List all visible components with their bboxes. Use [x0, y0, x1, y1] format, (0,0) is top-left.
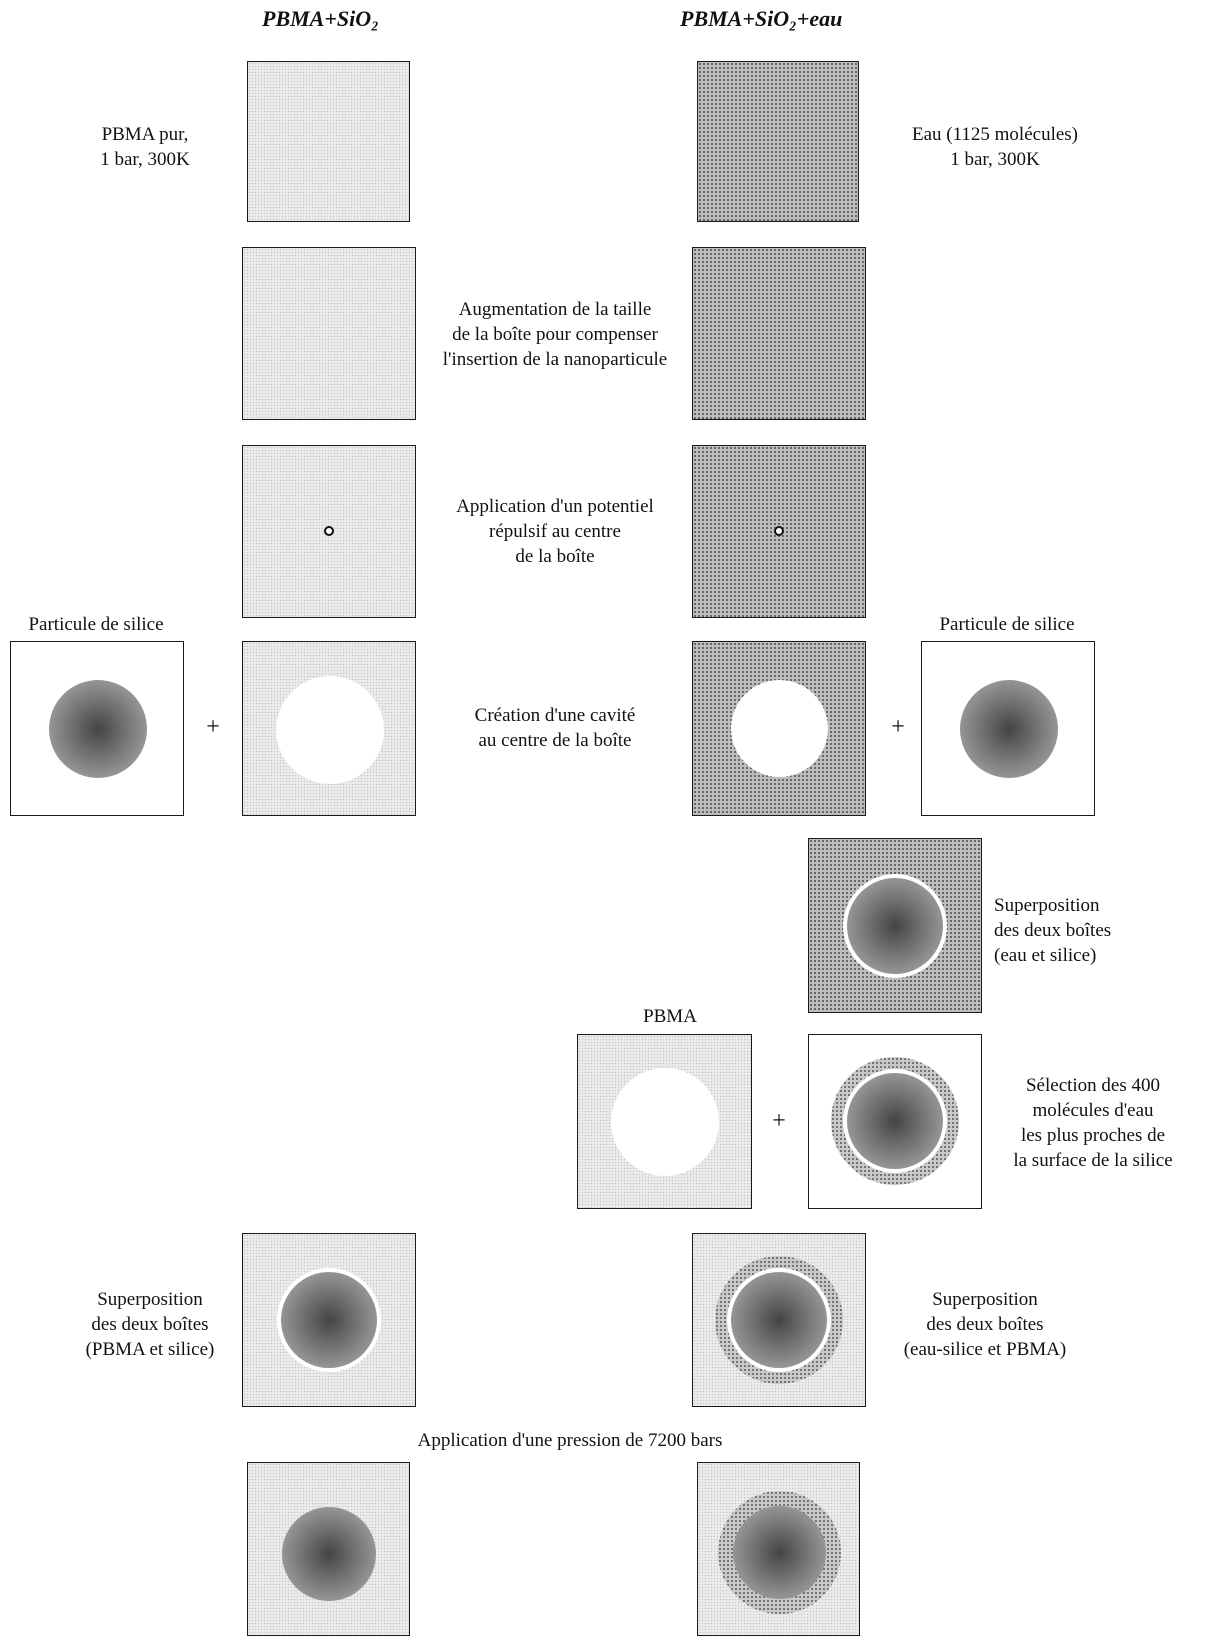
cavity: [611, 1068, 719, 1176]
silica-particle: [281, 1272, 377, 1368]
silica-particle: [731, 1272, 827, 1368]
box-water: [697, 61, 859, 222]
box-pbma-enlarged: [242, 247, 416, 420]
label-selection: Sélection des 400 molécules d'eau les pl…: [1013, 1075, 1173, 1171]
plus-sign: +: [772, 1108, 786, 1134]
plus-sign: +: [206, 714, 220, 740]
label-silica-left: Particule de silice: [28, 614, 164, 635]
box-water-cavity: [692, 641, 866, 816]
box-water-silica-overlay: [808, 838, 982, 1013]
box-pbma-with-cavity: [577, 1034, 752, 1209]
repulsive-center-marker: [324, 526, 334, 536]
box-selected-water-shell: [808, 1034, 982, 1209]
label-overlay-watersilica-pbma: Superposition des deux boîtes (eau-silic…: [903, 1289, 1067, 1360]
box-silica-left: [10, 641, 184, 816]
label-silica-right: Particule de silice: [939, 614, 1075, 635]
silica-particle: [847, 1073, 943, 1169]
label-enlarge: Augmentation de la taille de la boîte po…: [442, 299, 668, 370]
cavity: [731, 680, 828, 777]
box-pbma-final: [247, 1462, 410, 1636]
box-pbma-cavity: [242, 641, 416, 816]
label-cavity: Création d'une cavité au centre de la bo…: [474, 705, 636, 751]
cavity: [276, 676, 384, 784]
header-right: PBMA+SiO₂+eau: [680, 6, 843, 31]
label-pressure: Application d'une pression de 7200 bars: [417, 1430, 723, 1451]
header-left: PBMA+SiO₂: [262, 6, 379, 31]
box-watersilica-pbma-final: [697, 1462, 860, 1636]
label-overlay-pbma-silica: Superposition des deux boîtes (PBMA et s…: [85, 1289, 215, 1360]
silica-particle: [282, 1507, 376, 1601]
plus-sign: +: [891, 714, 905, 740]
label-pbma: PBMA: [643, 1006, 697, 1027]
silica-particle: [847, 878, 943, 974]
silica-particle: [960, 680, 1058, 778]
label-repulsive: Application d'un potentiel répulsif au c…: [456, 496, 654, 567]
label-overlay-water-silica: Superposition des deux boîtes (eau et si…: [994, 895, 1112, 966]
box-silica-right: [921, 641, 1095, 816]
box-pbma-repulsive: [242, 445, 416, 618]
box-watersilica-pbma-overlay: [692, 1233, 866, 1407]
silica-particle: [49, 680, 147, 778]
repulsive-center-marker: [774, 526, 784, 536]
label-pbma-pure: PBMA pur, 1 bar, 300K: [100, 124, 190, 170]
box-water-repulsive: [692, 445, 866, 618]
box-water-enlarged: [692, 247, 866, 420]
label-water: Eau (1125 molécules) 1 bar, 300K: [911, 124, 1079, 170]
box-pbma-silica-overlay: [242, 1233, 416, 1407]
silica-particle: [733, 1506, 826, 1599]
box-pbma-pure: [247, 61, 410, 222]
